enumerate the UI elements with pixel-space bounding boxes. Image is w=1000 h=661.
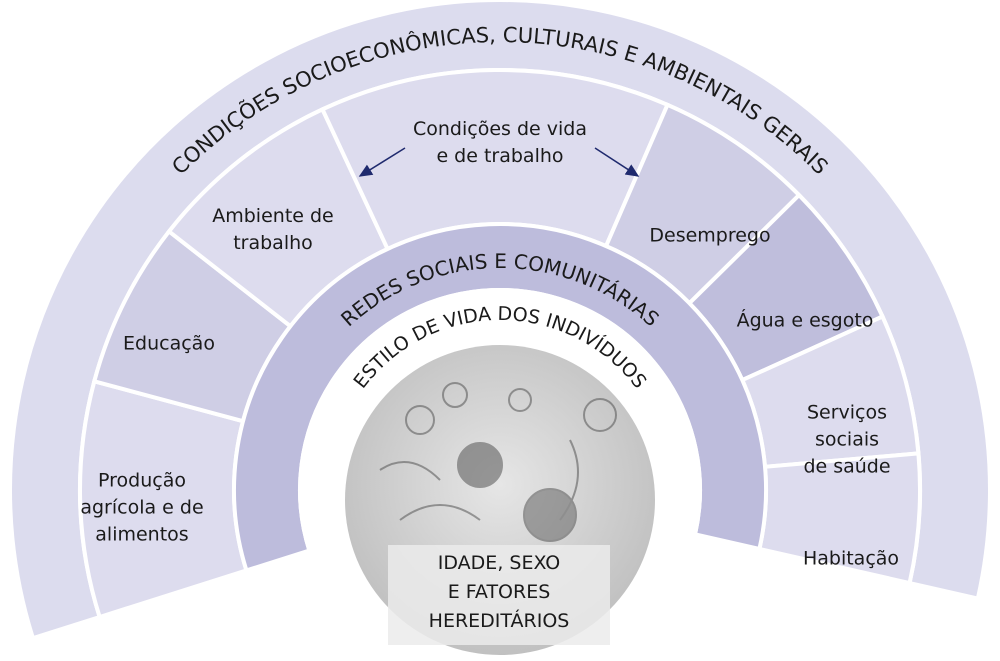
label-line: agrícola e de <box>80 496 204 519</box>
sector-label-unemployment: Desemprego <box>649 223 770 250</box>
label-line: Condições de vida <box>413 118 587 140</box>
label-line: Produção <box>98 469 186 492</box>
arrow-left-icon <box>358 147 406 177</box>
label-line: alimentos <box>95 523 189 546</box>
label-line: trabalho <box>233 232 313 254</box>
label-line: Ambiente de <box>212 205 334 227</box>
arrow-right-icon <box>594 147 640 177</box>
core-line: HEREDITÁRIOS <box>428 610 570 632</box>
sector-label-food-production: Produção agrícola e de alimentos <box>80 468 203 549</box>
core-line: E FATORES <box>447 581 551 603</box>
label-line: de saúde <box>803 455 891 478</box>
core-line: IDADE, SEXO <box>437 552 561 574</box>
label-line: Educação <box>123 332 215 355</box>
core-label: IDADE, SEXO E FATORES HEREDITÁRIOS <box>388 545 610 645</box>
sector-label-education: Educação <box>123 331 215 358</box>
sector-label-water-sewage: Água e esgoto <box>737 308 874 335</box>
sector-label-work-environment: Ambiente de trabalho <box>212 203 334 257</box>
label-line: e de trabalho <box>436 145 564 167</box>
sector-label-living-conditions: Condições de vida e de trabalho <box>413 116 587 170</box>
label-line: Desemprego <box>649 224 771 247</box>
lifestyle-ring-band <box>298 288 702 553</box>
illustration-sketch <box>379 382 617 542</box>
sector-label-housing: Habitação <box>803 546 899 573</box>
label-line: Água e esgoto <box>736 309 874 332</box>
label-line: Habitação <box>802 547 900 570</box>
label-line: sociais <box>814 428 880 451</box>
label-line: Serviços <box>806 401 888 424</box>
sector-label-health-services: Serviços sociais de saúde <box>803 400 890 481</box>
